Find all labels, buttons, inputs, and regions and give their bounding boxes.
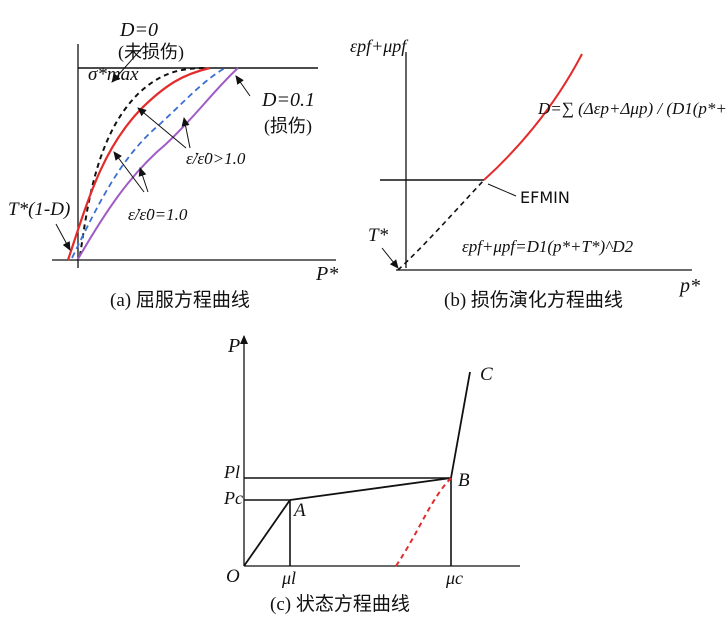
segment-oa — [243, 499, 291, 567]
mu-l-label: μl — [281, 568, 296, 588]
pointer-t-star — [381, 247, 399, 269]
panel-b-y-label: εpf+μpf — [350, 36, 409, 56]
point-b-label: B — [458, 470, 470, 491]
damage-red-curve — [483, 53, 583, 181]
d01-label: D=0.1 — [261, 89, 315, 111]
d0-label: D=0 — [119, 19, 158, 41]
d0-sub-label: (未损伤) — [118, 42, 184, 63]
pl-label: Pl — [223, 462, 240, 482]
efmin-label: EFMIN — [520, 188, 570, 207]
pointer-rate-eq-2 — [138, 167, 149, 193]
curve-d01-damaged — [77, 67, 239, 260]
segment-bc — [450, 371, 471, 479]
pointer-d0 — [111, 45, 145, 83]
curve-d01-dashed — [71, 67, 226, 259]
rate-eq-label: ε̇/ε̇0=1.0 — [128, 205, 188, 224]
curve-d0-dynamic — [66, 66, 211, 261]
pointer-t-label — [55, 223, 71, 251]
point-c-label: C — [480, 364, 493, 385]
panel-b-damage-curve: εpf+μpf D=∑ (Δεp+Δμp) / (D1(p*+T*)^D2) E… — [350, 36, 726, 311]
panel-a-x-label: P* — [315, 263, 338, 285]
pointer-efmin — [487, 183, 517, 197]
unloading-dashed-curve — [395, 477, 452, 567]
pointer-d01 — [235, 75, 251, 97]
panel-b-caption: (b) 损伤演化方程曲线 — [444, 289, 623, 311]
sigma-max-label: σ*max — [88, 64, 139, 85]
panel-b-x-label: p* — [678, 275, 700, 297]
t-label: T*(1-D) — [8, 199, 70, 220]
pointer-rate-gt-1 — [137, 107, 187, 149]
panel-c-y-label: P — [227, 335, 240, 357]
damage-equation-lower: εpf+μpf=D1(p*+T*)^D2 — [462, 237, 634, 256]
panel-c-caption: (c) 状态方程曲线 — [270, 593, 410, 615]
panel-c-state-curve: P Pl Pc A B C O μl μc (c) 状态方程曲线 — [223, 335, 520, 615]
point-a-label: A — [292, 500, 306, 521]
panel-a-yield-curve: D=0 (未损伤) σ*max D=0.1 (损伤) ε̇/ε̇0>1.0 ε̇… — [8, 19, 338, 311]
pointer-rate-gt-2 — [181, 117, 191, 149]
pointer-rate-eq-1 — [113, 151, 145, 193]
t-star-label: T* — [368, 225, 389, 246]
segment-ab — [289, 477, 452, 501]
damage-dashed-curve — [397, 179, 485, 271]
damage-equation-upper: D=∑ (Δεp+Δμp) / (D1(p*+T*)^D2) — [537, 99, 726, 118]
panel-a-caption: (a) 屈服方程曲线 — [110, 289, 250, 311]
rate-gt-label: ε̇/ε̇0>1.0 — [186, 149, 246, 168]
d01-sub-label: (损伤) — [264, 116, 312, 137]
origin-label: O — [226, 566, 240, 587]
mu-c-label: μc — [445, 568, 463, 588]
pc-label: Pc — [223, 488, 243, 508]
